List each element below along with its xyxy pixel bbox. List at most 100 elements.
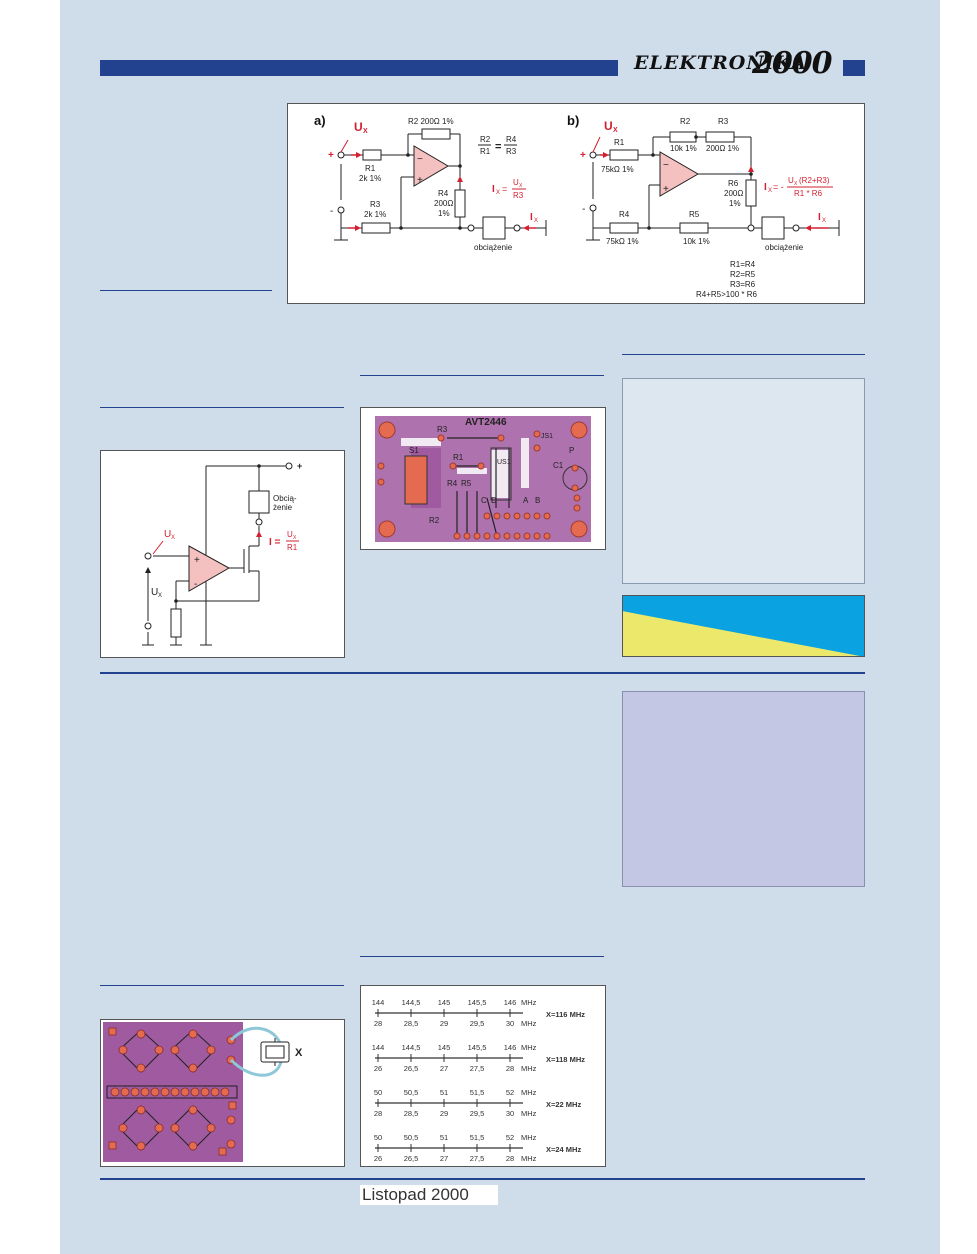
ix-num-sub-a: X <box>519 183 523 189</box>
r5v-b: 10k 1% <box>683 237 710 246</box>
r6v2-b: 1% <box>729 199 741 208</box>
scale-tag: X=116 MHz <box>546 1010 585 1019</box>
scale-top-label: 144,5 <box>402 1043 421 1052</box>
r4v1-a: 200Ω <box>434 199 453 208</box>
scale-bottom-label: 27 <box>440 1064 448 1073</box>
ux-voltage: U <box>151 587 158 598</box>
cond-4: R4+R5>100 * R6 <box>696 290 757 299</box>
r3-b: R3 <box>718 117 729 126</box>
scale-tag: X=22 MHz <box>546 1100 581 1109</box>
scale-top-label: 146 <box>504 998 517 1007</box>
panel-a-label: a) <box>314 113 326 128</box>
r4-b: R4 <box>619 210 630 219</box>
pcb-label-us1: US1 <box>497 459 511 466</box>
scale-bottom-label: 30 <box>506 1019 514 1028</box>
rule-right-1 <box>622 354 865 355</box>
pcb-label-p: P <box>569 446 574 455</box>
pcb-layout-avt2446: AVT2446 R3 S1 R1 R4 R5 R2 C D A B C1 P U… <box>375 416 591 542</box>
scale-top-label: 144,5 <box>402 998 421 1007</box>
scale-unit-top: MHz <box>521 1088 537 1097</box>
ratio-tl: R2 <box>480 135 491 144</box>
ix-num-b: U <box>788 176 794 185</box>
ix-out-sub-a: X <box>534 218 538 224</box>
ix-den-b: R1 * R6 <box>794 189 823 198</box>
ix-num-a: U <box>513 178 519 187</box>
scale-tag: X=24 MHz <box>546 1145 581 1154</box>
pcb-label-c: C <box>481 496 487 505</box>
scale-bottom-label: 29,5 <box>470 1109 485 1118</box>
svg-text:+: + <box>663 184 669 195</box>
ratio-eq: = <box>495 141 501 153</box>
scale-unit-top: MHz <box>521 1133 537 1142</box>
scale-bottom-label: 28 <box>374 1019 382 1028</box>
diagonal-banner-graphic <box>622 595 865 657</box>
scale-bottom-label: 28 <box>506 1154 514 1163</box>
diagonal-banner <box>622 595 865 657</box>
ix-eq-a: = <box>502 184 507 194</box>
scale-top-label: 50 <box>374 1133 382 1142</box>
pcb-label-r4: R4 <box>447 479 458 488</box>
panel-b-label: b) <box>567 113 579 128</box>
frequency-scales: 14428144,528,514529145,529,514630MHzMHzX… <box>372 998 585 1163</box>
rule-left-3 <box>100 985 344 986</box>
scale-top-label: 144 <box>372 998 385 1007</box>
pcb-label-a: A <box>523 496 529 505</box>
ix-sub-a: X <box>496 190 500 196</box>
header-bar-end <box>843 60 865 76</box>
current-num-sub: X <box>293 535 297 541</box>
pcb-figure-mid: AVT2446 R3 S1 R1 R4 R5 R2 C D A B C1 P U… <box>360 407 606 550</box>
scale-unit-bottom: MHz <box>521 1154 537 1163</box>
scale-top-label: 51 <box>440 1133 448 1142</box>
pcb-layout-coil: X <box>103 1022 303 1162</box>
pcb-figure-left: X <box>100 1019 345 1167</box>
scale-bottom-label: 26 <box>374 1154 382 1163</box>
ux-label-b: U <box>604 119 613 133</box>
scale-bottom-label: 29 <box>440 1019 448 1028</box>
circuit-figure-top: − + a) U X <box>287 103 865 304</box>
rule-left-2 <box>100 407 344 408</box>
scale-top-label: 145,5 <box>468 1043 487 1052</box>
footer-rule <box>100 1178 865 1180</box>
logo-year: 2000 <box>752 46 832 81</box>
scale-bottom-label: 30 <box>506 1109 514 1118</box>
cond-1: R1=R4 <box>730 260 756 269</box>
scale-top-label: 52 <box>506 1088 514 1097</box>
scale-top-label: 51,5 <box>470 1133 485 1142</box>
scale-bottom-label: 29,5 <box>470 1019 485 1028</box>
scale-top-label: 51,5 <box>470 1088 485 1097</box>
ix-sub-b: X <box>768 188 772 194</box>
r3v-b: 200Ω 1% <box>706 144 739 153</box>
r4v-b: 75kΩ 1% <box>606 237 639 246</box>
pcb-label-b: B <box>535 496 540 505</box>
scale-bottom-label: 26 <box>374 1064 382 1073</box>
r3-a: R3 <box>370 200 381 209</box>
current-source-diagram: + - + Obcią- żenie I = U X R1 U X U X <box>142 461 302 646</box>
r4v2-a: 1% <box>438 209 450 218</box>
minus-b: - <box>582 204 585 215</box>
r2-b: R2 <box>680 117 691 126</box>
r5-b: R5 <box>689 210 700 219</box>
r6v1-b: 200Ω <box>724 189 743 198</box>
r6-b: R6 <box>728 179 739 188</box>
section-rule <box>100 672 865 674</box>
scale-bottom-label: 28 <box>374 1109 382 1118</box>
pcb-label-d: D <box>491 496 497 505</box>
rule-mid-2 <box>360 956 604 957</box>
scale-unit-top: MHz <box>521 1043 537 1052</box>
rule-left-1 <box>100 290 272 291</box>
pcb-label-js1: JS1 <box>541 433 553 440</box>
ux-label-a: U <box>354 120 363 134</box>
current-den: R1 <box>287 543 298 552</box>
current-eq: I = <box>269 537 281 548</box>
scale-top-label: 145,5 <box>468 998 487 1007</box>
ratio-tr: R4 <box>506 135 517 144</box>
svg-text:+: + <box>417 175 423 186</box>
pcb-label-r1: R1 <box>453 453 464 462</box>
r3v-a: 2k 1% <box>364 210 386 219</box>
scale-top-label: 52 <box>506 1133 514 1142</box>
scale-top-label: 144 <box>372 1043 385 1052</box>
rule-mid-1 <box>360 375 604 376</box>
coil-x-label: X <box>295 1047 303 1059</box>
scale-tag: X=118 MHz <box>546 1055 585 1064</box>
pcb-label-c1: C1 <box>553 461 564 470</box>
